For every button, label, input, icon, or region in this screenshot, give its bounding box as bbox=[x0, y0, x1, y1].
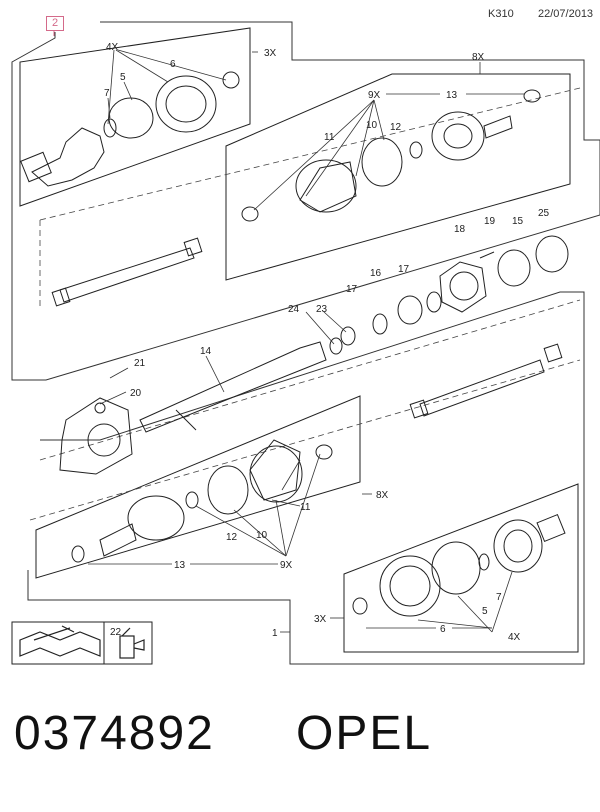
brand-name: OPEL bbox=[296, 707, 433, 760]
label-22: 22 bbox=[110, 627, 122, 638]
outer-cv-joint-top bbox=[20, 71, 240, 187]
label-13-bottom: 13 bbox=[174, 560, 186, 571]
label-18: 18 bbox=[454, 224, 466, 235]
part-number: 0374892 bbox=[14, 707, 215, 760]
bearing-assembly bbox=[329, 235, 569, 355]
label-6-bottom: 6 bbox=[440, 624, 446, 635]
label-17a: 17 bbox=[346, 284, 358, 295]
left-drive-shaft bbox=[51, 237, 203, 307]
header-date: 22/07/2013 bbox=[538, 8, 594, 20]
label-19: 19 bbox=[484, 216, 496, 227]
label-25: 25 bbox=[538, 208, 550, 219]
label-1: 1 bbox=[272, 628, 278, 639]
label-12-top: 12 bbox=[390, 122, 402, 133]
label-23: 23 bbox=[316, 304, 328, 315]
label-6-top: 6 bbox=[170, 59, 176, 70]
manual-wrench-icon bbox=[19, 625, 101, 657]
boot-kit-box-bottom bbox=[35, 395, 361, 579]
label-13-top: 13 bbox=[446, 90, 458, 101]
label-16: 16 bbox=[370, 268, 382, 279]
label-7-top: 7 bbox=[104, 88, 110, 99]
label-9x-top: 9X bbox=[368, 90, 381, 101]
cv-joint-box-bottom bbox=[343, 483, 579, 653]
header-code: K310 bbox=[488, 8, 514, 20]
label-24: 24 bbox=[288, 304, 300, 315]
label-8x-top: 8X bbox=[472, 52, 485, 63]
label-12-bottom: 12 bbox=[226, 532, 238, 543]
label-10-top: 10 bbox=[366, 120, 378, 131]
label-20: 20 bbox=[130, 388, 142, 399]
label-9x-bottom: 9X bbox=[280, 560, 293, 571]
intermediate-shaft bbox=[59, 341, 327, 475]
label-21: 21 bbox=[134, 358, 146, 369]
boot-kit-top bbox=[241, 89, 541, 222]
right-drive-shaft bbox=[409, 343, 563, 419]
exploded-view-drawing: 4X 6 3X 5 7 8X 9X 13 11 10 12 19 18 15 2… bbox=[11, 21, 600, 665]
label-14: 14 bbox=[200, 346, 212, 357]
cv-joint-box-top bbox=[19, 27, 251, 207]
label-11-top: 11 bbox=[324, 132, 335, 143]
label-17b: 17 bbox=[398, 264, 410, 275]
label-11-bottom: 11 bbox=[300, 502, 311, 513]
label-4x-top: 4X bbox=[106, 42, 119, 53]
label-3x-bottom: 3X bbox=[314, 614, 327, 625]
label-10-bottom: 10 bbox=[256, 530, 268, 541]
label-4x-bottom: 4X bbox=[508, 632, 521, 643]
outer-cv-joint-bottom bbox=[352, 513, 566, 617]
label-5-bottom: 5 bbox=[482, 606, 488, 617]
label-7-bottom: 7 bbox=[496, 592, 502, 603]
grease-tube-icon bbox=[119, 627, 145, 659]
boot-kit-box-top bbox=[225, 73, 571, 281]
label-8x-bottom: 8X bbox=[376, 490, 389, 501]
label-15: 15 bbox=[512, 216, 524, 227]
label-3x-top: 3X bbox=[264, 48, 277, 59]
group-badge: 2 bbox=[46, 16, 64, 31]
label-5-top: 5 bbox=[120, 72, 126, 83]
boot-kit-bottom bbox=[71, 439, 333, 563]
